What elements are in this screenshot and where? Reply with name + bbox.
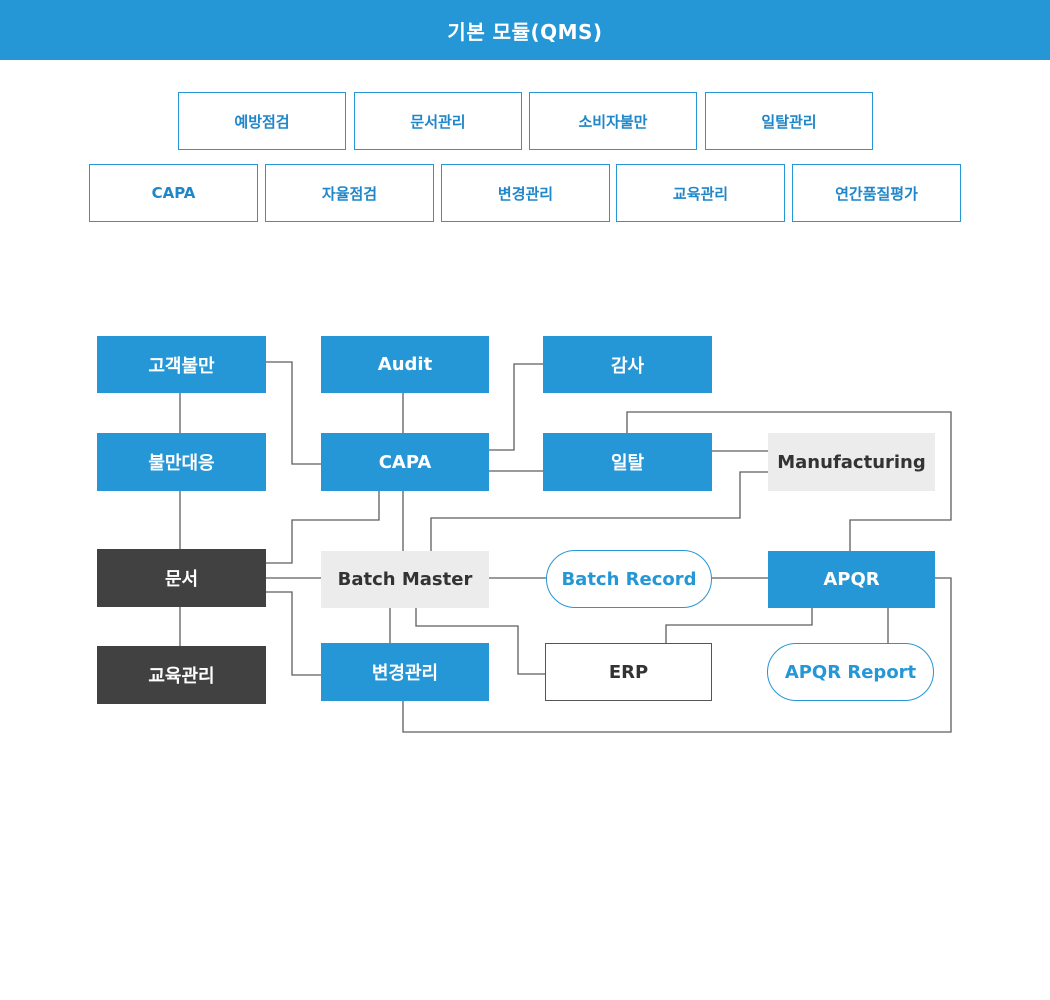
module-document-management[interactable]: 문서관리 bbox=[354, 92, 522, 150]
node-training[interactable]: 교육관리 bbox=[97, 646, 266, 704]
module-consumer-complaint[interactable]: 소비자불만 bbox=[529, 92, 697, 150]
connector-document-change bbox=[266, 591, 321, 676]
node-deviation[interactable]: 일탈 bbox=[543, 433, 712, 491]
connector-capa-inspection bbox=[489, 363, 543, 451]
node-audit[interactable]: Audit bbox=[321, 336, 489, 393]
module-change-management[interactable]: 변경관리 bbox=[441, 164, 610, 222]
connector-change-apqr bbox=[402, 577, 952, 733]
connector-deviation-apqr bbox=[626, 411, 952, 551]
header-bar: 기본 모듈(QMS) bbox=[0, 0, 1050, 60]
connector-apqr-erp bbox=[665, 608, 813, 643]
node-manufacturing[interactable]: Manufacturing bbox=[768, 433, 935, 491]
node-capa[interactable]: CAPA bbox=[321, 433, 489, 491]
module-training-management[interactable]: 교육관리 bbox=[616, 164, 785, 222]
module-capa[interactable]: CAPA bbox=[89, 164, 258, 222]
node-batch-record[interactable]: Batch Record bbox=[546, 550, 712, 608]
node-change-control[interactable]: 변경관리 bbox=[321, 643, 489, 701]
module-self-inspection[interactable]: 자율점검 bbox=[265, 164, 434, 222]
node-complaint-response[interactable]: 불만대응 bbox=[97, 433, 266, 491]
module-deviation-management[interactable]: 일탈관리 bbox=[705, 92, 873, 150]
node-erp[interactable]: ERP bbox=[545, 643, 712, 701]
connector-manufacturing-batchmaster bbox=[430, 471, 768, 551]
node-inspection[interactable]: 감사 bbox=[543, 336, 712, 393]
connector-capa-document bbox=[266, 491, 380, 564]
module-annual-quality-review[interactable]: 연간품질평가 bbox=[792, 164, 961, 222]
node-apqr-report[interactable]: APQR Report bbox=[767, 643, 934, 701]
node-batch-master[interactable]: Batch Master bbox=[321, 551, 489, 608]
node-apqr[interactable]: APQR bbox=[768, 551, 935, 608]
module-preventive-inspection[interactable]: 예방점검 bbox=[178, 92, 346, 150]
connector-batchmaster-erp bbox=[415, 608, 545, 675]
page-title: 기본 모듈(QMS) bbox=[447, 19, 603, 44]
node-document[interactable]: 문서 bbox=[97, 549, 266, 607]
connector-complaint-capa bbox=[266, 361, 321, 465]
node-customer-complaint[interactable]: 고객불만 bbox=[97, 336, 266, 393]
